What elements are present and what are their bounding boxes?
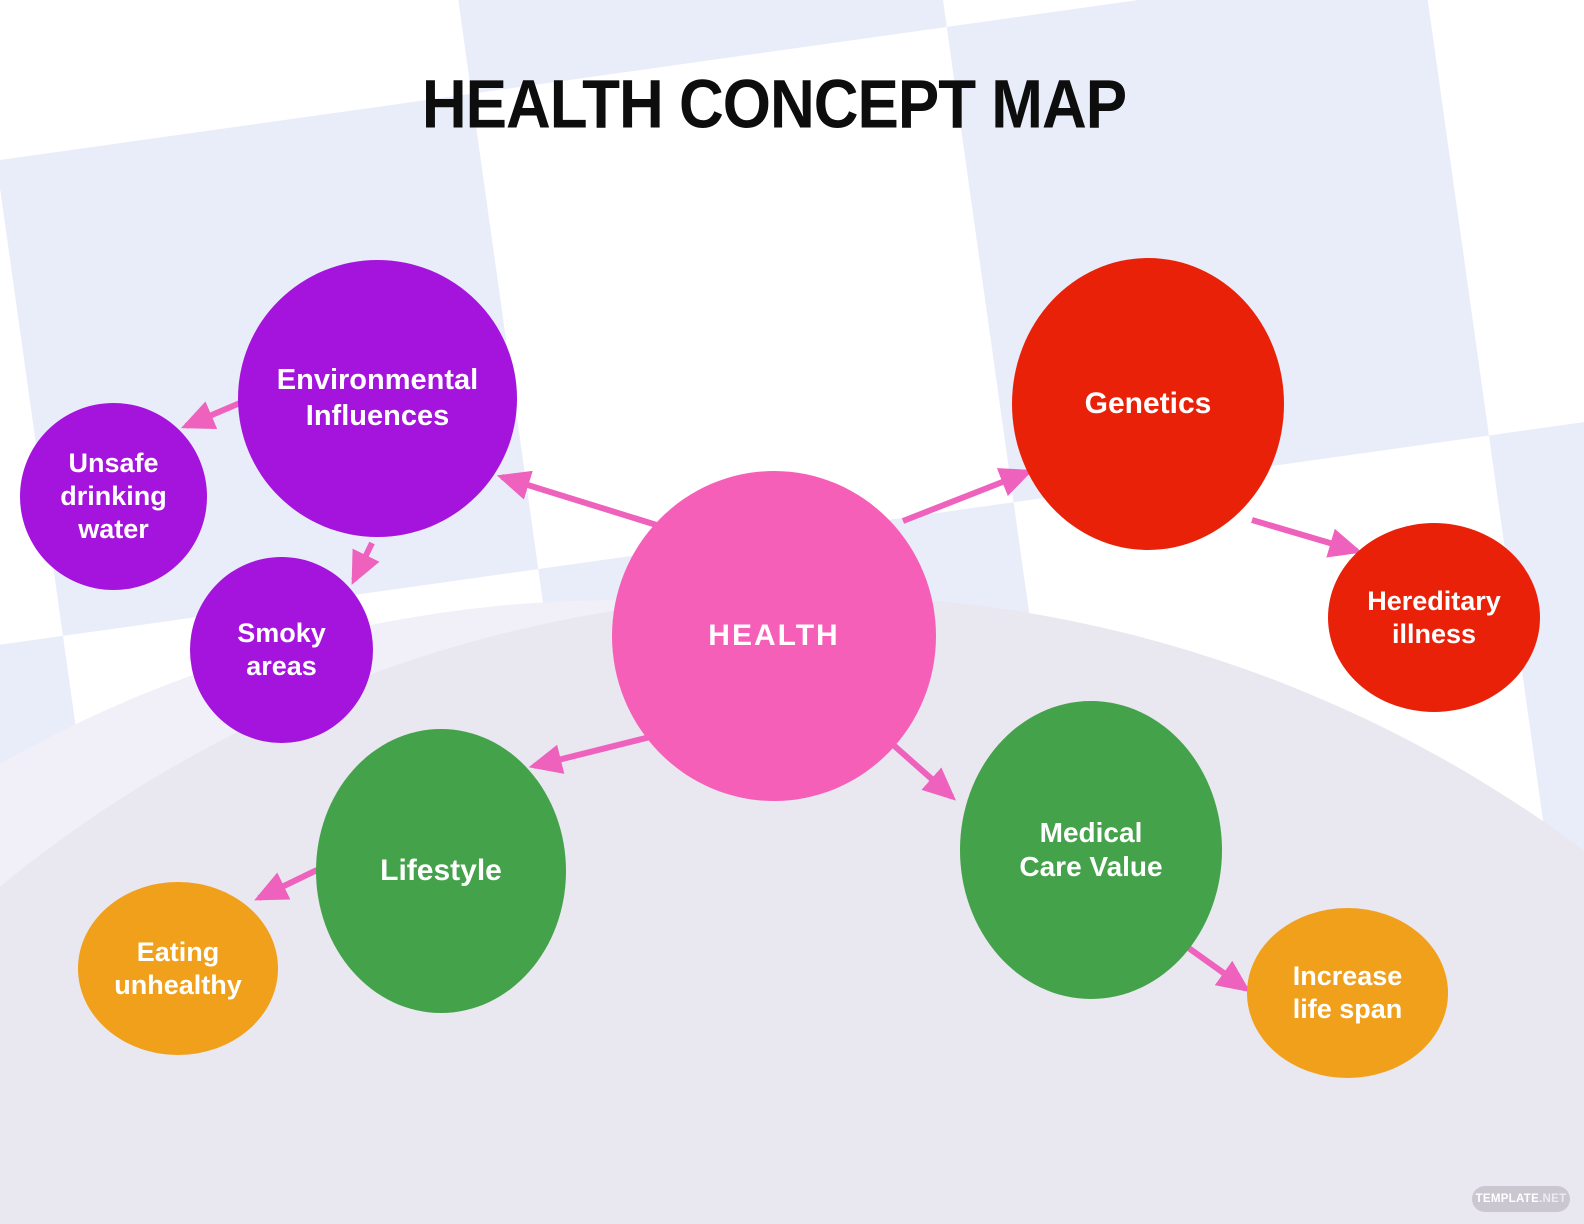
node-lifestyle: Lifestyle: [316, 729, 566, 1013]
watermark-brand: TEMPLATE: [1475, 1193, 1540, 1205]
node-unsafe-drinking-water: Unsafe drinking water: [20, 403, 207, 590]
connector-arrows: [181, 397, 1363, 993]
edge-medical-increase: [1181, 941, 1251, 993]
watermark-tld: .NET: [1539, 1193, 1567, 1205]
node-smoky-areas: Smoky areas: [190, 557, 373, 743]
node-label: Smoky areas: [237, 618, 326, 681]
node-label: Medical Care Value: [1019, 816, 1163, 882]
node-label: Eating unhealthy: [114, 936, 242, 1000]
node-environmental-influences: Environmental Influences: [238, 260, 517, 537]
node-label: Genetics: [1084, 386, 1212, 420]
node-medical-care-value: Medical Care Value: [960, 701, 1222, 999]
node-label: HEALTH: [708, 618, 840, 652]
edge-environmental-unsafe: [181, 397, 249, 429]
node-label: Increase life span: [1292, 961, 1403, 1024]
node-label: Lifestyle: [380, 853, 502, 887]
edge-environmental-smoky: [351, 541, 380, 585]
page-title: HEALTH CONCEPT MAP: [421, 67, 1127, 143]
edge-lifestyle-eating: [254, 867, 319, 901]
node-eating-unhealthy: Eating unhealthy: [78, 882, 278, 1055]
node-hereditary-illness: Hereditary illness: [1328, 523, 1540, 712]
node-label: Unsafe drinking water: [60, 448, 167, 544]
node-label: Environmental Influences: [276, 364, 479, 432]
edge-health-lifestyle: [528, 734, 651, 774]
node-genetics: Genetics: [1012, 258, 1284, 550]
edge-health-environmental: [496, 470, 664, 530]
edge-genetics-hereditary: [1251, 517, 1363, 558]
watermark-badge: TEMPLATE.NET: [1472, 1186, 1570, 1212]
node-increase-life-span: Increase life span: [1247, 908, 1448, 1078]
edge-health-medical: [888, 739, 957, 801]
node-health: HEALTH: [612, 471, 936, 801]
node-label: Hereditary illness: [1367, 585, 1501, 649]
edge-health-genetics: [901, 468, 1034, 524]
